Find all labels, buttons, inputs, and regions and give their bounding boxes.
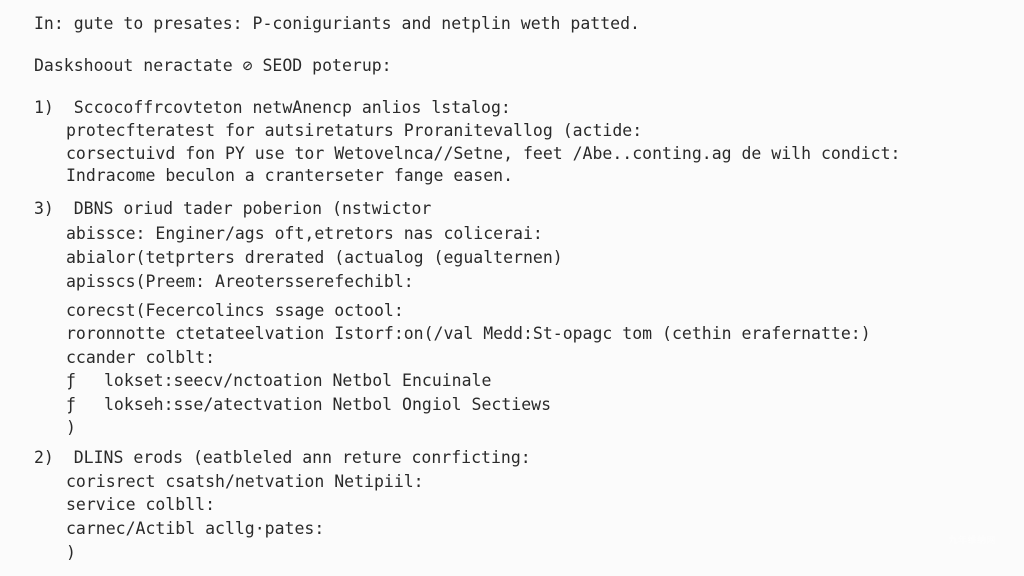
section-3-heading: 3) DBNS oriud tader poberion (nstwictor — [34, 199, 432, 218]
section-1-heading: 1) Sccocoffrcovteton netwAnencp anlios l… — [34, 98, 511, 117]
watermark: 九年维纳网 — [948, 536, 996, 546]
section-3-line: abissce: Enginer/ags oft,etretors nas co… — [66, 224, 543, 243]
section-1-line: Indracome beculon a cranterseter fange e… — [66, 166, 514, 185]
section-1-line: protecfteratest for autsiretaturs Proran… — [66, 121, 643, 140]
section-2-line: carnec/Actibl acllg·pates: — [66, 519, 325, 538]
section-2-line: corisrect csatsh/netvation Netipiil: — [66, 472, 424, 491]
bullet-item: lokseh:sse/atectvation Netbol Ongiol Sec… — [104, 395, 552, 414]
bullet-marker: ƒ — [66, 395, 76, 414]
section-3-line: corecst(Fecercolincs ssage octool: — [66, 301, 404, 320]
section-3-line: ccander colblt: — [66, 348, 216, 367]
closing-paren: ) — [66, 543, 76, 562]
document-subtitle: Daskshoout neractate ⊘ SEOD poterup: — [34, 56, 392, 75]
intro-line: In: gute to presates: P-coniguriants and… — [34, 14, 640, 33]
bullet-item: lokset:seecv/nctoation Netbol Encuinale — [104, 371, 492, 390]
section-1-line: corsectuivd fon PY use tor Wetovelnca//S… — [66, 144, 901, 163]
closing-paren: ) — [66, 418, 76, 437]
section-2-line: service colbll: — [66, 495, 216, 514]
bullet-marker: ƒ — [66, 371, 76, 390]
section-3-line: apisscs(Preem: Areotersserefechibl: — [66, 272, 414, 291]
section-3-line: roronnotte ctetateelvation Istorf:on(/va… — [66, 324, 871, 343]
section-3-line: abialor(tetprters drerated (actualog (eg… — [66, 248, 563, 267]
section-2-heading: 2) DLINS erods (eatbleled ann reture con… — [34, 448, 531, 467]
